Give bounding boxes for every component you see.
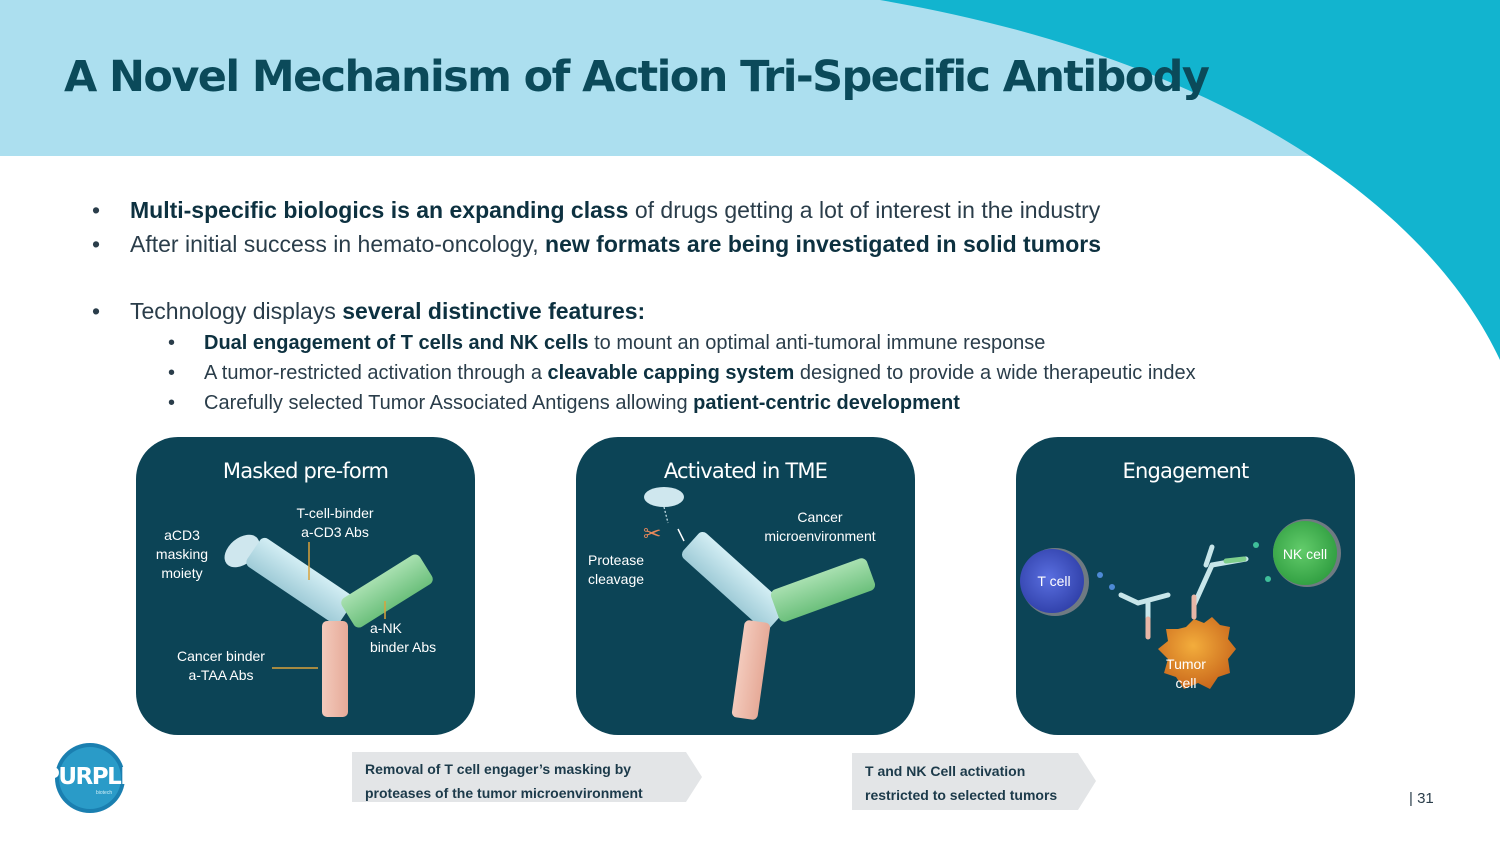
callout-text: Removal of T cell engager’s masking by p… [365, 761, 643, 801]
bullet-text: to mount an optimal anti-tumoral immune … [588, 332, 1046, 354]
purple-logo: PURPLE biotech [40, 742, 136, 816]
bullet-emphasis: patient-centric development [693, 392, 960, 414]
slide-title: A Novel Mechanism of Action Tri-Specific… [64, 52, 1210, 102]
logo-text: PURPLE [43, 764, 136, 790]
sub-bullet-antigens: Carefully selected Tumor Associated Anti… [92, 388, 1392, 418]
panel-title: Activated in TME [663, 459, 828, 483]
bullet-emphasis: new formats are being investigated in so… [545, 231, 1101, 257]
callout-text: T and NK Cell activation restricted to s… [865, 763, 1058, 803]
bullet-list: Multi-specific biologics is an expanding… [92, 193, 1392, 418]
panel-title: Masked pre-form [222, 459, 389, 483]
masked-antibody-diagram [224, 534, 433, 717]
bullet-text: of drugs getting a lot of interest in th… [628, 197, 1101, 223]
tumor-cell-label: Tumor cell [1166, 656, 1206, 691]
callout-arrow-shape [852, 753, 1096, 810]
bullet-text: Technology displays [130, 298, 343, 324]
bullet-text: designed to provide a wide therapeutic i… [794, 362, 1196, 384]
tcell-label: T cell [1037, 573, 1071, 589]
protease-cleavage-label: Protease cleavage [588, 552, 645, 587]
callout-masking-removal: Removal of T cell engager’s masking by p… [352, 752, 702, 802]
bullet-technology: Technology displays several distinctive … [92, 294, 1392, 328]
bullet-emphasis: Dual engagement of T cells and NK cells [204, 332, 589, 354]
bullet-multi-specific: Multi-specific biologics is an expanding… [92, 193, 1392, 227]
sub-bullet-tumor-restricted: A tumor-restricted activation through a … [92, 358, 1392, 388]
bullet-text: After initial success in hemato-oncology… [130, 231, 546, 257]
bullet-emphasis: several distinctive features: [342, 298, 646, 324]
bullet-emphasis: Multi-specific biologics is an expanding… [130, 197, 629, 223]
callout-arrow-shape [352, 752, 702, 802]
sub-bullet-dual-engagement: Dual engagement of T cells and NK cells … [92, 328, 1392, 358]
logo-subtext: biotech [96, 790, 113, 796]
panel-title: Engagement [1122, 459, 1250, 483]
cancer-binder-label: Cancer binder a-TAA Abs [177, 648, 265, 683]
bullet-text: Carefully selected Tumor Associated Anti… [204, 392, 694, 414]
panel-engagement: Engagement T cell NK cell Tumor cell [1016, 437, 1355, 735]
engagement-diagram [1020, 519, 1341, 689]
cancer-microenvironment-label: Cancer microenvironment [764, 509, 876, 544]
masking-moiety-label: aCD3 masking moiety [155, 527, 209, 581]
activated-antibody-diagram [644, 487, 876, 720]
panel-masked-preform: Masked pre-form aCD3 masking moiety T-ce… [136, 437, 475, 735]
bullet-new-formats: After initial success in hemato-oncology… [92, 227, 1392, 261]
scissors-icon: ✂ [643, 521, 662, 546]
panel-activated-tme: Activated in TME ✂ Protease cleavage Can… [576, 437, 915, 735]
nkcell-label: NK cell [1282, 546, 1328, 562]
bullet-text: A tumor-restricted activation through a [204, 362, 548, 384]
bullet-emphasis: cleavable capping system [547, 362, 795, 384]
page-number: | 31 [1409, 790, 1434, 807]
tcell-binder-label: T-cell-binder a-CD3 Abs [296, 505, 374, 540]
nk-binder-label: a-NK binder Abs [370, 620, 437, 655]
callout-activation-restricted: T and NK Cell activation restricted to s… [852, 753, 1096, 810]
